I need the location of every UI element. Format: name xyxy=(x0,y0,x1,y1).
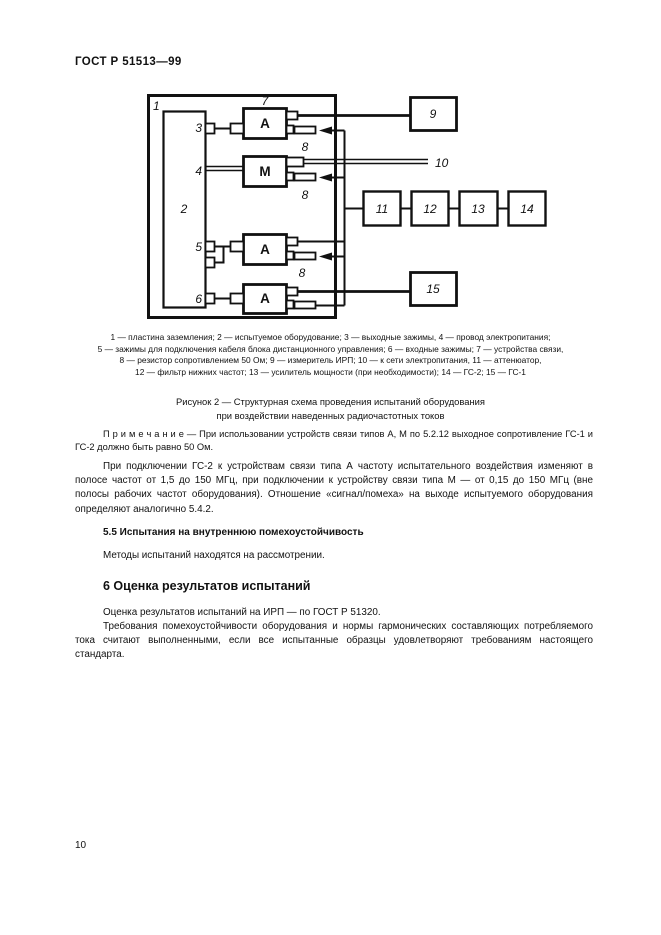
legend-line: 8 — резистор сопротивлением 50 Ом; 9 — и… xyxy=(119,355,542,366)
label-resistor-2: 8 xyxy=(302,188,309,202)
gs1-box xyxy=(409,271,458,307)
label-power-wire: 4 xyxy=(195,164,202,178)
meter-box xyxy=(409,96,458,132)
label-gs2: 14 xyxy=(520,202,534,216)
paragraph-requirements: Требования помехоустойчивости оборудован… xyxy=(75,621,593,661)
label-ground-plate: 1 xyxy=(153,99,160,113)
gs2-box xyxy=(507,190,547,227)
standard-header: ГОСТ Р 51513—99 xyxy=(75,56,182,68)
coupling-a-input-box xyxy=(242,283,288,315)
label-block-m: М xyxy=(259,164,270,179)
label-resistor-1: 8 xyxy=(302,140,309,154)
figure-caption: Рисунок 2 — Структурная схема проведения… xyxy=(0,395,661,422)
label-filter: 12 xyxy=(423,202,437,216)
figure-legend: 1 — пластина заземления; 2 — испытуемое … xyxy=(40,332,621,379)
label-eut: 2 xyxy=(180,202,188,216)
label-mains: 10 xyxy=(435,156,449,170)
resistor-2 xyxy=(293,172,317,182)
label-block-a3: А xyxy=(260,242,270,257)
paragraph-irp: Оценка результатов испытаний на ИРП — по… xyxy=(103,607,381,618)
page-number: 10 xyxy=(75,840,87,851)
label-input-terminals: 6 xyxy=(195,292,202,306)
filter-box xyxy=(410,190,450,227)
label-coupling: 7 xyxy=(262,94,270,108)
resistor-4 xyxy=(293,300,317,310)
label-block-a1: А xyxy=(260,116,270,131)
label-block-a4: А xyxy=(260,291,270,306)
legend-line: 5 — зажимы для подключения кабеля блока … xyxy=(97,343,564,354)
label-resistor-3: 8 xyxy=(299,266,306,280)
figure-caption-line1: Рисунок 2 — Структурная схема проведения… xyxy=(176,396,485,407)
paragraph-methods: Методы испытаний находятся на рассмотрен… xyxy=(103,550,325,561)
label-meter: 9 xyxy=(430,107,437,121)
heading-5-5: 5.5 Испытания на внутреннюю помехоустойч… xyxy=(103,527,364,538)
label-output-terminals: 3 xyxy=(195,121,202,135)
coupling-m-box xyxy=(242,155,288,188)
ground-plate-box xyxy=(147,94,337,319)
legend-line: 1 — пластина заземления; 2 — испытуемое … xyxy=(110,332,551,342)
label-gs1: 15 xyxy=(426,282,440,296)
paragraph-frequency: При подключении ГС-2 к устройствам связи… xyxy=(75,461,593,515)
figure-2-diagram: 1 7 3 4 2 5 6 8 8 8 9 10 11 12 13 14 15 … xyxy=(147,94,547,319)
attenuator-box xyxy=(362,190,402,227)
label-remote-terminals: 5 xyxy=(195,240,202,254)
resistor-3 xyxy=(293,251,317,261)
heading-6: 6 Оценка результатов испытаний xyxy=(103,579,311,593)
amplifier-box xyxy=(458,190,499,227)
label-amplifier: 13 xyxy=(471,202,485,216)
arrowheads xyxy=(319,126,332,261)
figure-caption-line2: при воздействии наведенных радиочастотны… xyxy=(216,409,445,421)
wires xyxy=(205,114,509,307)
resistor-1 xyxy=(293,125,317,135)
label-attenuator: 11 xyxy=(376,202,388,216)
terminals-and-resistors xyxy=(204,110,317,310)
eut-box xyxy=(162,110,207,309)
legend-line: 12 — фильтр нижних частот; 13 — усилител… xyxy=(135,367,526,378)
note-paragraph: П р и м е ч а н и е — При использовании … xyxy=(75,429,593,452)
